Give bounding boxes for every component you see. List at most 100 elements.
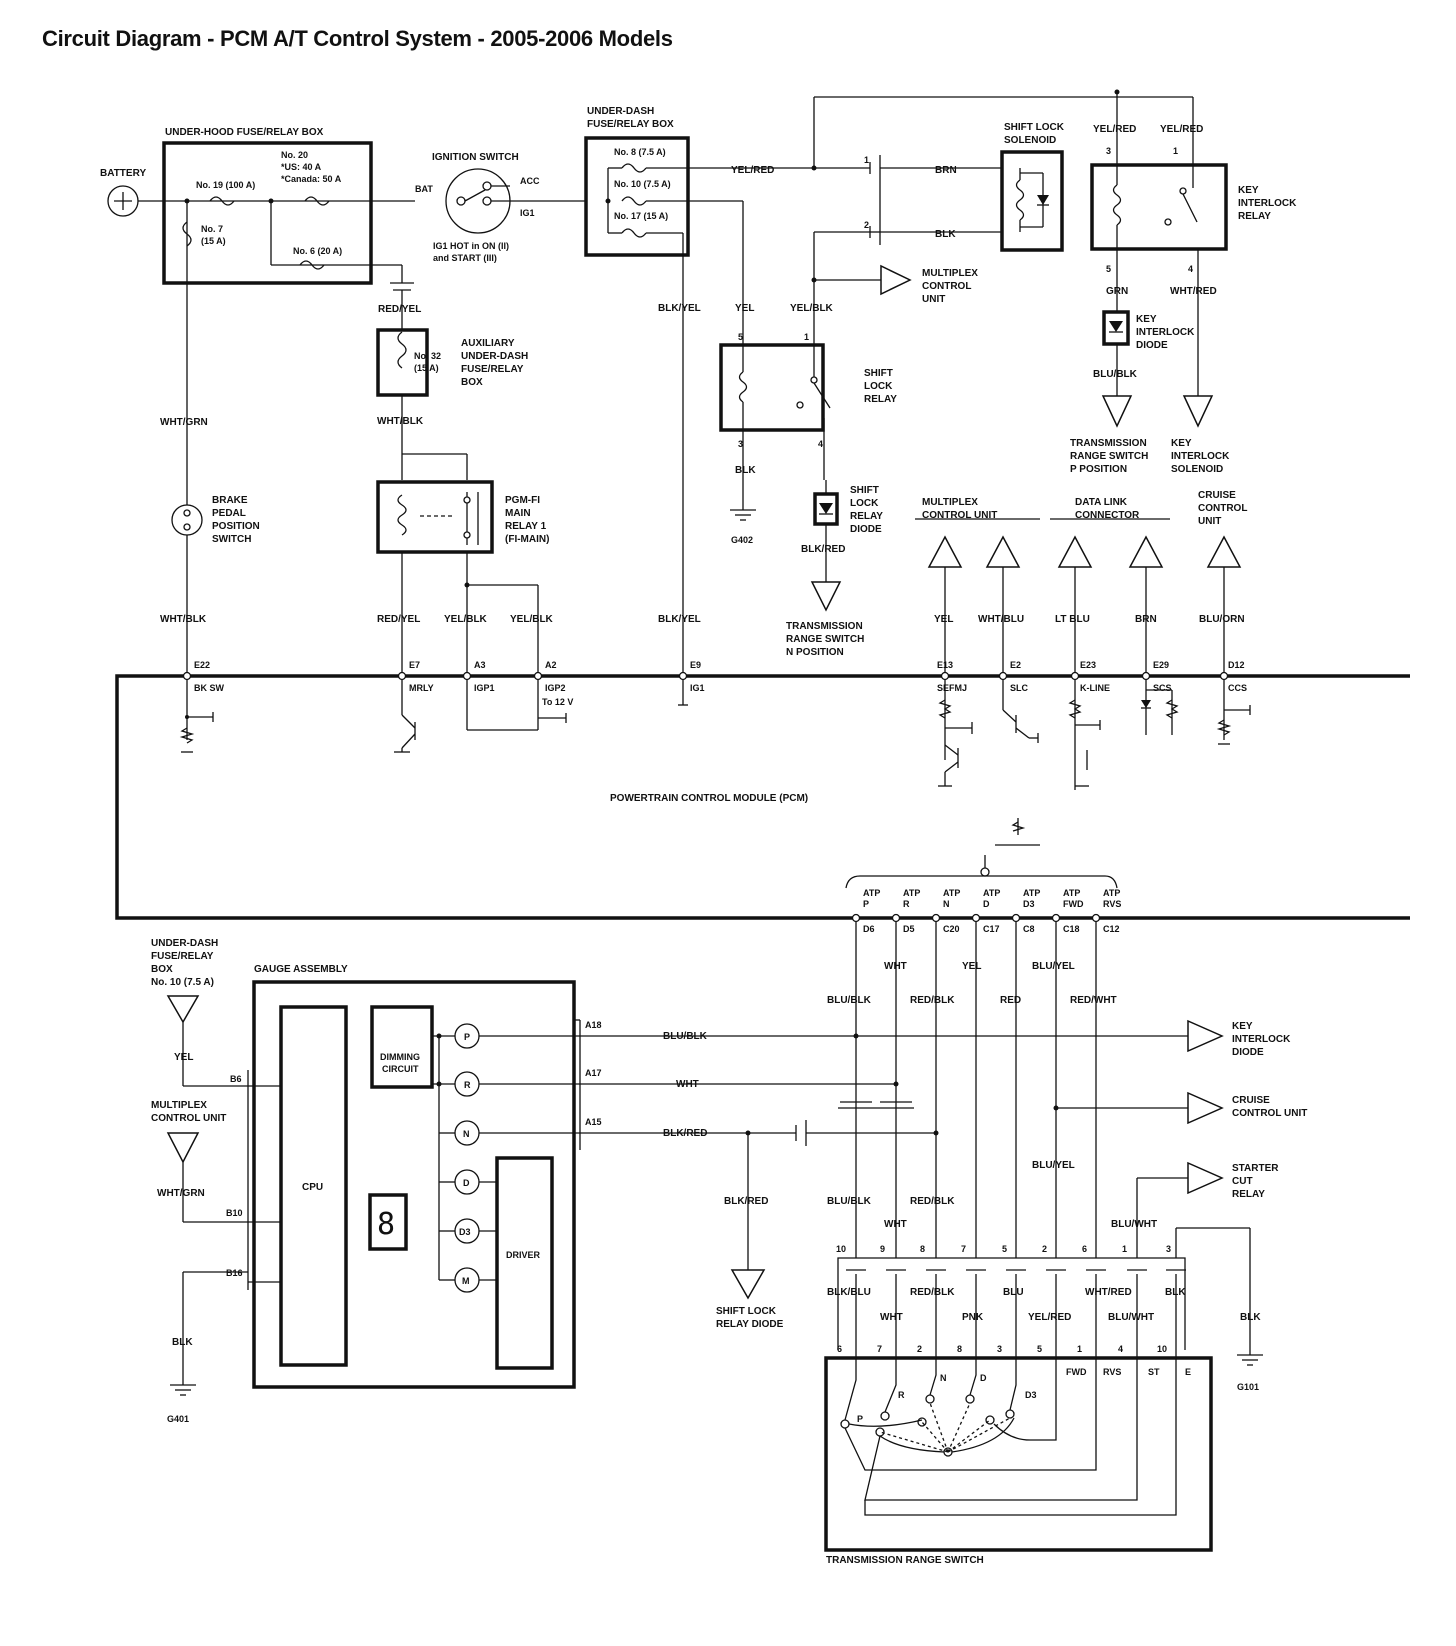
wire-blu-wht-2: BLU/WHT [1108,1312,1154,1323]
atp-fwd-a: ATP [1063,888,1080,898]
fuse-6-label: No. 6 (20 A) [293,246,342,256]
conn-bot-pin-3: 3 [997,1344,1002,1354]
pcm-pin-e2: E2 [1010,660,1021,670]
pcm-pin-e13: E13 [937,660,953,670]
wire-yel-4: YEL [174,1052,193,1063]
wire-blu-wht-1: BLU/WHT [1111,1219,1157,1230]
pcm-upper-pins [182,671,1229,681]
underdash-box-label: UNDER-DASH [587,106,654,117]
shift-lock-solenoid [1000,150,1064,252]
dlc-label: DATA LINK [1075,497,1128,508]
atp-d3-pin: C8 [1023,924,1035,934]
wire-blk-2: BLK [735,465,756,476]
pcm-pin-a2: A2 [545,660,557,670]
trs-p-label: TRANSMISSION [1070,438,1147,449]
wire-blk-1: BLK [935,229,956,240]
pcm-pin-e7: E7 [409,660,420,670]
atp-p-b: P [863,899,869,909]
pcm-pin-slc: SLC [1010,683,1029,693]
wire-wht-blk-2: WHT/BLK [160,614,207,625]
indicator-m: M [462,1276,470,1286]
brake-switch-label-4: SWITCH [212,534,251,545]
key-interlock-relay [1090,163,1228,251]
dimming-label: DIMMING [380,1052,420,1062]
mcu3-label-2: CONTROL UNIT [151,1113,226,1124]
atp-d-pin: C17 [983,924,1000,934]
indicator-r: R [464,1080,471,1090]
conn-bot-pin-5: 5 [1037,1344,1042,1354]
wire-lt-blu-1: LT BLU [1055,614,1090,625]
fuse-20-label: No. 20 [281,150,308,160]
conn-bot-pin-6: 6 [837,1344,842,1354]
ud-box2-label-2: FUSE/RELAY [151,951,214,962]
ud-box2-label-3: BOX [151,964,173,975]
upper-pcm-arrows [927,535,1242,568]
kir-pin-5: 5 [1106,264,1111,274]
aux-box-label-4: BOX [461,377,483,388]
fuse-10-label: No. 10 (7.5 A) [614,179,671,189]
pcm-pin-mrly: MRLY [409,683,434,693]
conn-bot-pin-8: 8 [957,1344,962,1354]
trs-pos-n: N [940,1373,947,1383]
trs-pos-p: P [857,1414,863,1424]
wire-blu-blk-2: BLU/BLK [827,995,872,1006]
pcm-pin-e23: E23 [1080,660,1096,670]
atp-n-b: N [943,899,950,909]
igp2-note: To 12 V [542,697,573,707]
key-sol-arrow [1182,395,1214,428]
conn-top-pin-10: 10 [836,1244,846,1254]
pcm-pin-e9: E9 [690,660,701,670]
brake-switch-label-2: PEDAL [212,508,246,519]
conn-top-pin-6: 6 [1082,1244,1087,1254]
key-diode-label: KEY [1136,314,1157,325]
gauge-pin-a17: A17 [585,1068,602,1078]
slr-pin-4: 4 [818,439,823,449]
wire-red-wht-1: RED/WHT [1070,995,1117,1006]
wire-blk-red-3: BLK/RED [724,1196,768,1207]
wire-brn-2: BRN [1135,614,1157,625]
pcm-internal-circuits [179,680,1251,877]
atp-d3-a: ATP [1023,888,1040,898]
ig-note-2: and START (III) [433,253,497,263]
pcm-label: POWERTRAIN CONTROL MODULE (PCM) [610,793,808,804]
fuse-19-label: No. 19 (100 A) [196,180,255,190]
pcm-pin-scs: SCS [1153,683,1172,693]
key-sol-label-2: INTERLOCK [1171,451,1230,462]
battery-label: BATTERY [100,168,146,179]
starter-label-2: CUT [1232,1176,1253,1187]
conn-top-pin-9: 9 [880,1244,885,1254]
fuse-32-label: No. 32 [414,351,441,361]
aux-box-label-2: UNDER-DASH [461,351,528,362]
wire-blu-blk-4: BLU/BLK [827,1196,872,1207]
mcu3-label: MULTIPLEX [151,1100,207,1111]
atp-d-a: ATP [983,888,1000,898]
underdash-fuse-box [584,136,690,257]
fuse-7-icon [182,221,192,247]
pcm-pin-igp1: IGP1 [474,683,495,693]
fuse-8-label: No. 8 (7.5 A) [614,147,666,157]
key-interlock-diode [1102,310,1130,346]
wire-brn-1: BRN [935,165,957,176]
ground-g101: G101 [1237,1382,1259,1392]
gauge-indicator-icons [454,1023,480,1293]
wire-yel-3: YEL [962,961,981,972]
key-diode2-label-3: DIODE [1232,1047,1264,1058]
pgmfi-main-relay [376,480,494,554]
wire-red-blk-1: RED/BLK [910,995,955,1006]
cruise-label: CRUISE [1198,490,1236,501]
shift-lock-relay [719,343,825,432]
pcm-box [115,674,1410,920]
pin-2: 2 [864,220,869,230]
ud-box2-label: UNDER-DASH [151,938,218,949]
key-relay-label: KEY [1238,185,1259,196]
wire-wht-blk-1: WHT/BLK [377,416,424,427]
indicator-d3: D3 [459,1227,471,1237]
multiplex-label-3: UNIT [922,294,945,305]
wire-blu-yel-1: BLU/YEL [1032,961,1075,972]
multiplex-label-2: CONTROL [922,281,971,292]
wire-yel-red-3: YEL/RED [1160,124,1203,135]
wire-blu-blk-1: BLU/BLK [1093,369,1138,380]
pcm-pin-e29: E29 [1153,660,1169,670]
atp-r-b: R [903,899,910,909]
slr-diode-label-2: LOCK [850,498,879,509]
